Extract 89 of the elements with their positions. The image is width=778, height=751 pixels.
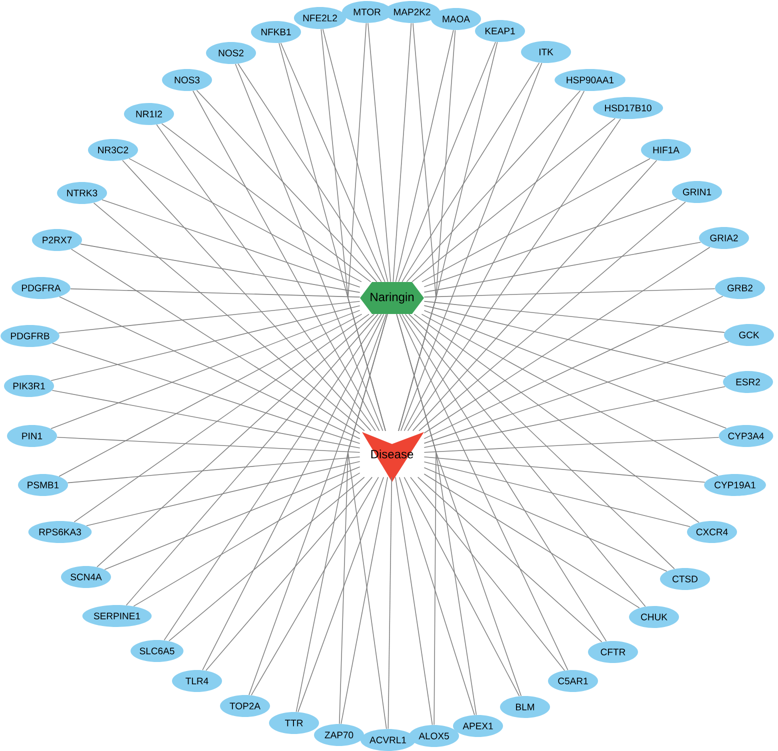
connector-line bbox=[424, 461, 690, 528]
connector-line bbox=[156, 124, 376, 432]
connector-line bbox=[407, 118, 621, 432]
connector-line bbox=[404, 314, 646, 607]
connector-line bbox=[128, 158, 362, 282]
connector-line bbox=[392, 22, 412, 282]
connector-line bbox=[133, 472, 360, 607]
connector-line bbox=[52, 390, 360, 448]
connector-line bbox=[424, 305, 726, 378]
connector-line bbox=[424, 456, 706, 483]
connector-line bbox=[402, 314, 607, 642]
connector-line bbox=[395, 30, 454, 282]
connector-line bbox=[67, 456, 360, 484]
node-label: NFE2L2 bbox=[303, 14, 337, 22]
connector-line bbox=[424, 386, 726, 448]
connector-line bbox=[424, 300, 725, 333]
connector-line bbox=[50, 310, 360, 430]
node-label: MAOA bbox=[442, 16, 470, 22]
connector-line bbox=[298, 476, 384, 712]
connector-line bbox=[404, 90, 585, 432]
connector-line bbox=[126, 314, 378, 606]
connector-line bbox=[424, 467, 668, 572]
connector-line bbox=[424, 296, 724, 440]
connector-line bbox=[196, 90, 378, 282]
node-label: MAP2K2 bbox=[394, 8, 430, 16]
connector-line bbox=[424, 310, 727, 429]
connector-line bbox=[424, 341, 730, 444]
connector-line bbox=[102, 199, 360, 288]
connector-line bbox=[404, 476, 520, 696]
connector-line bbox=[70, 288, 360, 298]
connector-line bbox=[59, 296, 360, 440]
connector-line bbox=[368, 22, 391, 282]
connector-line bbox=[52, 342, 360, 444]
connector-line bbox=[398, 42, 498, 432]
connector-line bbox=[86, 461, 360, 526]
connector-line bbox=[58, 300, 360, 334]
compound-hexagon: Naringin bbox=[360, 282, 424, 314]
connector-line bbox=[412, 160, 658, 432]
connector-line bbox=[398, 42, 496, 282]
connector-line bbox=[104, 466, 360, 570]
connector-line bbox=[424, 288, 716, 298]
connector-line bbox=[424, 436, 720, 453]
connector-line bbox=[418, 202, 686, 432]
connector-line bbox=[340, 476, 388, 724]
connector-line bbox=[396, 314, 436, 726]
connector-line bbox=[206, 476, 373, 671]
connector-line bbox=[400, 62, 542, 432]
connector-line bbox=[192, 90, 380, 432]
connector-line bbox=[424, 242, 702, 293]
connector-line bbox=[322, 28, 388, 282]
connector-line bbox=[280, 42, 386, 282]
connector-line bbox=[414, 314, 700, 523]
node-label: ALOX5 bbox=[418, 732, 449, 740]
connector-line bbox=[235, 64, 384, 432]
connector-line bbox=[417, 476, 602, 642]
connector-line bbox=[248, 314, 387, 696]
connector-line bbox=[395, 476, 433, 726]
connector-line bbox=[422, 158, 650, 282]
connector-line bbox=[202, 314, 384, 670]
connector-line bbox=[399, 314, 568, 670]
connector-line bbox=[388, 476, 392, 730]
connector-line bbox=[164, 314, 382, 641]
connector-line bbox=[412, 118, 616, 282]
connector-line bbox=[93, 202, 365, 432]
connector-line bbox=[424, 474, 640, 608]
connector-line bbox=[70, 248, 360, 434]
connector-line bbox=[56, 436, 360, 453]
node-label: ACVRL1 bbox=[370, 736, 406, 744]
connector-line bbox=[410, 476, 565, 671]
node-label: MTOR bbox=[354, 8, 380, 16]
connector-line bbox=[58, 314, 362, 477]
connector-line bbox=[74, 314, 370, 522]
connector-line bbox=[238, 63, 382, 282]
connector-line bbox=[50, 305, 360, 382]
connector-line bbox=[96, 314, 375, 568]
connector-line bbox=[122, 160, 372, 432]
connector-line bbox=[421, 314, 718, 476]
connector-line bbox=[408, 314, 675, 570]
connector-line bbox=[161, 123, 372, 282]
connector-line bbox=[406, 90, 581, 282]
connector-line bbox=[424, 198, 678, 288]
connector-line bbox=[320, 28, 386, 432]
connector-line bbox=[80, 244, 360, 293]
connector-line bbox=[296, 314, 388, 712]
connector-line bbox=[168, 476, 365, 642]
connector-line bbox=[398, 476, 475, 716]
connector-line bbox=[402, 62, 540, 282]
connector-line bbox=[250, 476, 379, 696]
connector-line bbox=[424, 246, 710, 434]
